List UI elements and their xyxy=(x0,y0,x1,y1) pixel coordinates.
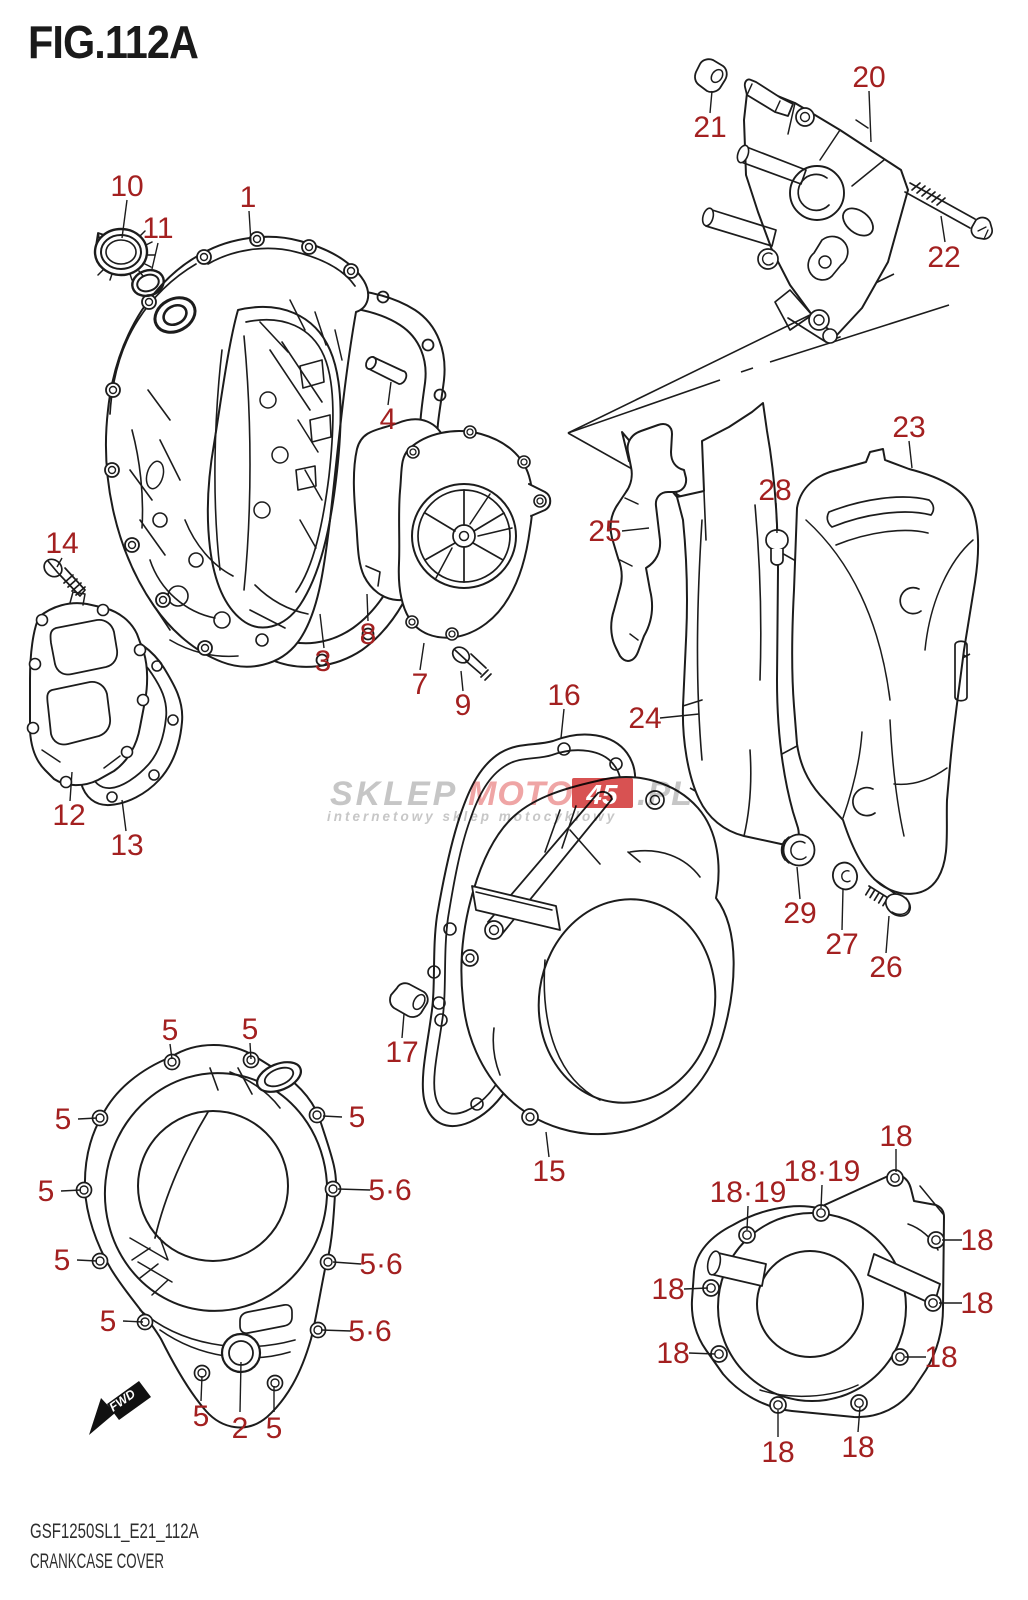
svg-text:13: 13 xyxy=(110,829,143,862)
svg-text:18: 18 xyxy=(656,1337,689,1370)
svg-text:5: 5 xyxy=(349,1101,366,1134)
svg-text:26: 26 xyxy=(869,951,902,984)
svg-text:18·19: 18·19 xyxy=(784,1155,861,1188)
svg-text:SKLEP: SKLEP xyxy=(330,775,458,813)
svg-text:2: 2 xyxy=(232,1412,249,1445)
svg-text:18: 18 xyxy=(761,1436,794,1469)
svg-text:5: 5 xyxy=(54,1244,71,1277)
svg-text:internetowy sklep motocyklowy: internetowy sklep motocyklowy xyxy=(327,809,617,824)
svg-text:17: 17 xyxy=(385,1036,418,1069)
svg-text:5·6: 5·6 xyxy=(368,1174,411,1207)
svg-text:5: 5 xyxy=(193,1400,210,1433)
svg-text:1: 1 xyxy=(240,181,257,214)
svg-text:18: 18 xyxy=(841,1431,874,1464)
svg-text:16: 16 xyxy=(547,679,580,712)
svg-text:4: 4 xyxy=(380,403,397,436)
svg-text:5: 5 xyxy=(242,1013,259,1046)
svg-text:5: 5 xyxy=(55,1103,72,1136)
svg-text:9: 9 xyxy=(455,689,472,722)
svg-text:25: 25 xyxy=(588,515,621,548)
svg-text:CRANKCASE COVER: CRANKCASE COVER xyxy=(30,1549,164,1573)
svg-text:10: 10 xyxy=(110,170,143,203)
svg-text:5: 5 xyxy=(38,1175,55,1208)
svg-text:15: 15 xyxy=(532,1155,565,1188)
svg-text:7: 7 xyxy=(412,668,429,701)
svg-text:FIG.112A: FIG.112A xyxy=(28,17,198,69)
svg-text:14: 14 xyxy=(45,527,78,560)
svg-text:MOTO: MOTO xyxy=(468,775,573,813)
svg-text:5·6: 5·6 xyxy=(359,1248,402,1281)
svg-text:22: 22 xyxy=(927,241,960,274)
svg-text:5: 5 xyxy=(162,1014,179,1047)
svg-text:27: 27 xyxy=(825,928,858,961)
svg-text:18: 18 xyxy=(960,1224,993,1257)
svg-text:11: 11 xyxy=(142,212,173,245)
svg-text:8: 8 xyxy=(360,618,377,651)
svg-text:29: 29 xyxy=(783,897,816,930)
svg-text:28: 28 xyxy=(758,474,791,507)
svg-text:18: 18 xyxy=(924,1341,957,1374)
svg-text:12: 12 xyxy=(52,799,85,832)
svg-text:3: 3 xyxy=(315,645,332,678)
svg-text:24: 24 xyxy=(628,702,661,735)
svg-text:GSF1250SL1_E21_112A: GSF1250SL1_E21_112A xyxy=(30,1518,199,1543)
svg-text:21: 21 xyxy=(693,111,726,144)
svg-text:45: 45 xyxy=(585,779,618,810)
svg-text:5: 5 xyxy=(266,1412,283,1445)
svg-text:23: 23 xyxy=(892,411,925,444)
svg-text:20: 20 xyxy=(852,61,885,94)
svg-text:.PL: .PL xyxy=(637,775,693,813)
svg-text:18: 18 xyxy=(879,1120,912,1153)
svg-text:18·19: 18·19 xyxy=(710,1176,787,1209)
svg-text:5: 5 xyxy=(100,1305,117,1338)
svg-text:18: 18 xyxy=(651,1273,684,1306)
svg-text:18: 18 xyxy=(960,1287,993,1320)
svg-text:5·6: 5·6 xyxy=(348,1315,391,1348)
